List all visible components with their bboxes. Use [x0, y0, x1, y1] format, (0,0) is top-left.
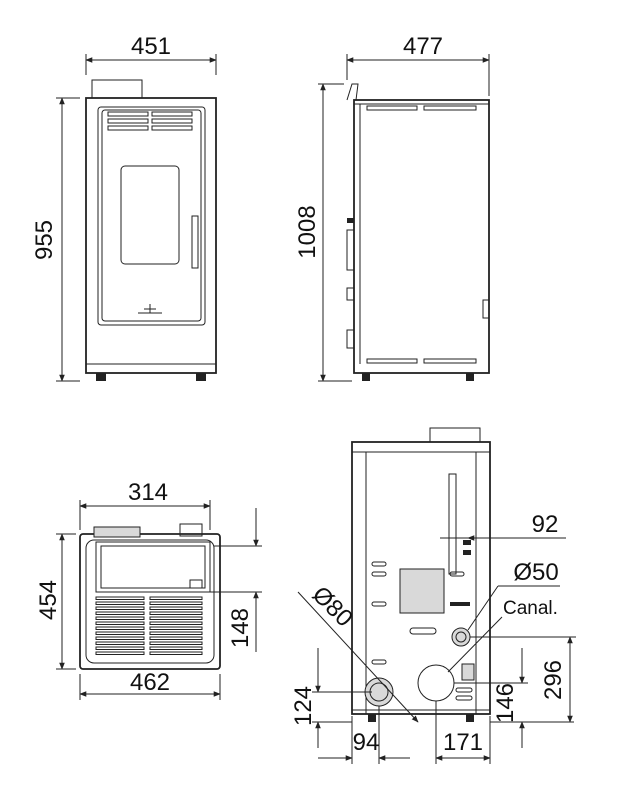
grille-slot	[95, 651, 145, 655]
canal-outlet	[417, 664, 455, 702]
dim-front-width: 451	[131, 33, 171, 60]
grille-slot	[149, 626, 203, 630]
dim-rear-offset: 92	[532, 511, 559, 538]
front-glass-window	[120, 165, 180, 265]
grille-slot	[149, 641, 203, 645]
side-view: 477 1008	[294, 33, 490, 382]
grille-slot	[149, 596, 203, 600]
dim-canal-side: 171	[443, 729, 483, 756]
grille-slot	[95, 646, 145, 650]
dim-side-height: 1008	[294, 205, 321, 258]
rear-vent-slots	[371, 561, 473, 701]
grille-slot	[149, 646, 203, 650]
grille-slot	[95, 616, 145, 620]
grille-slot	[149, 611, 203, 615]
grille-slot	[95, 626, 145, 630]
rear-view: 92 Ø50 Canal. Ø80 124 94 171 146	[290, 427, 576, 764]
dim-inlet-height: 296	[540, 660, 567, 700]
dim-outlet-side: 94	[353, 729, 380, 756]
grille-slot	[149, 651, 203, 655]
dim-top-offset: 148	[227, 608, 254, 648]
dim-canal-height: 146	[492, 683, 519, 723]
dim-top-outer-width: 462	[130, 669, 170, 696]
grille-slot	[95, 631, 145, 635]
grille-slot	[95, 641, 145, 645]
top-view: 314 454 148 462	[35, 479, 262, 700]
dim-front-height: 955	[31, 220, 58, 260]
canal-label: Canal.	[503, 598, 558, 619]
grille-slot	[149, 616, 203, 620]
front-vent-slots	[107, 111, 193, 131]
grille-slot	[149, 601, 203, 605]
grille-slot	[95, 611, 145, 615]
grille-slot	[149, 606, 203, 610]
dim-top-inner-width: 314	[128, 479, 168, 506]
grille-slot	[95, 636, 145, 640]
door-handle	[191, 215, 199, 269]
grille-slot	[95, 601, 145, 605]
front-logo-mark	[138, 304, 162, 314]
grille-slot	[95, 621, 145, 625]
dim-top-depth: 454	[35, 580, 62, 620]
dim-side-depth: 477	[403, 33, 443, 60]
grille-slot	[149, 636, 203, 640]
grille-slot	[95, 596, 145, 600]
front-view: 451 955	[31, 33, 217, 382]
dim-outlet-height: 124	[290, 686, 317, 726]
dim-inlet-diameter: Ø50	[513, 559, 558, 586]
grille-slot	[95, 606, 145, 610]
grille-slot	[149, 631, 203, 635]
top-grille	[95, 596, 203, 655]
air-inlet-pipe	[451, 627, 471, 647]
grille-slot	[149, 621, 203, 625]
dim-outlet-diameter: Ø80	[307, 581, 358, 632]
